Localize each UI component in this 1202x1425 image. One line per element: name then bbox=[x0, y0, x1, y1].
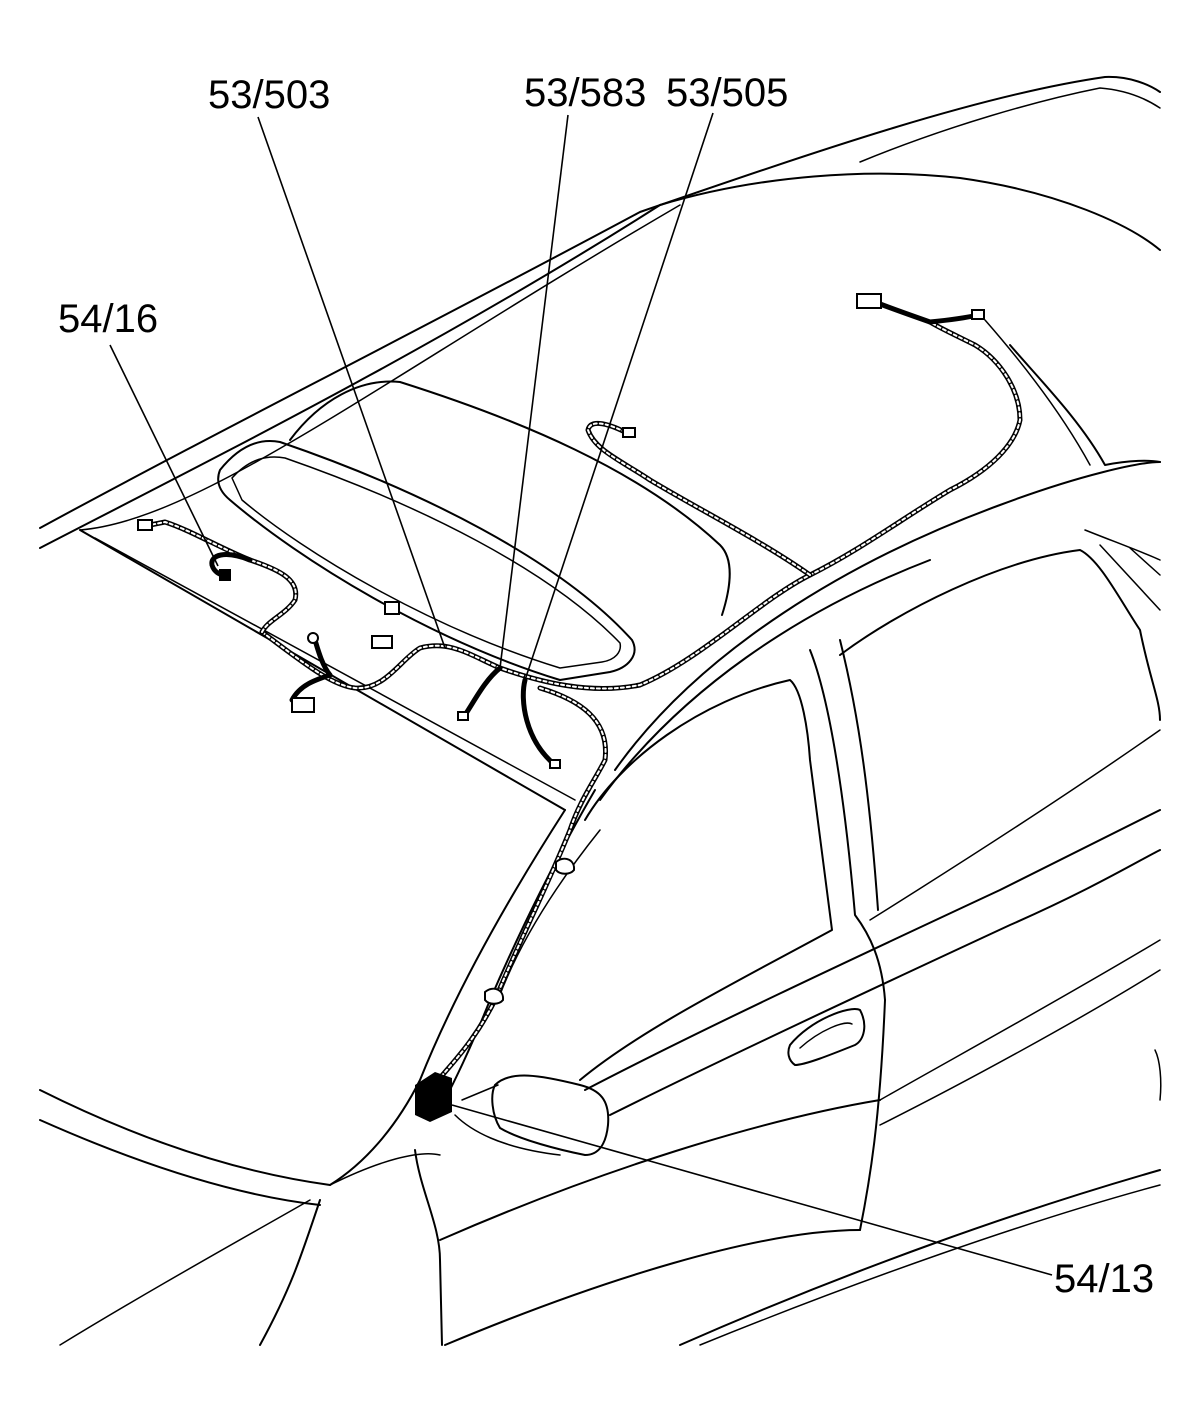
leader-54-16 bbox=[109, 344, 219, 567]
leader-54-13 bbox=[451, 1104, 1053, 1276]
connector-center-a bbox=[371, 635, 393, 649]
connector-center-b bbox=[384, 601, 400, 615]
leader-53-505 bbox=[524, 112, 714, 681]
connector-center-c bbox=[457, 711, 469, 721]
connector-center-d bbox=[549, 759, 561, 769]
connector-rear-a bbox=[856, 293, 882, 309]
callout-53-505: 53/505 bbox=[666, 71, 788, 115]
connector-roof-left bbox=[137, 519, 153, 531]
connector-rear-b bbox=[971, 309, 985, 320]
connector-interior-light bbox=[622, 427, 636, 438]
harness-clip-upper bbox=[555, 857, 576, 875]
leader-lines bbox=[109, 112, 1053, 1276]
connector-ring bbox=[307, 632, 319, 644]
harness-clip-lower bbox=[484, 987, 505, 1005]
callout-53-583: 53/583 bbox=[524, 71, 646, 115]
leader-53-503 bbox=[257, 116, 446, 649]
callout-53-503: 53/503 bbox=[208, 73, 330, 117]
module-54-13 bbox=[415, 1072, 452, 1122]
callout-labels: 53/503 53/583 53/505 54/16 54/13 bbox=[58, 71, 1154, 1301]
connector-lower-left bbox=[291, 697, 315, 713]
leader-53-583 bbox=[499, 114, 569, 669]
vehicle-body bbox=[39, 75, 1162, 1346]
connector-54-16 bbox=[219, 569, 231, 581]
roof-wiring-harness bbox=[137, 293, 1023, 1122]
callout-54-13: 54/13 bbox=[1054, 1257, 1154, 1301]
callout-54-16: 54/16 bbox=[58, 297, 158, 341]
